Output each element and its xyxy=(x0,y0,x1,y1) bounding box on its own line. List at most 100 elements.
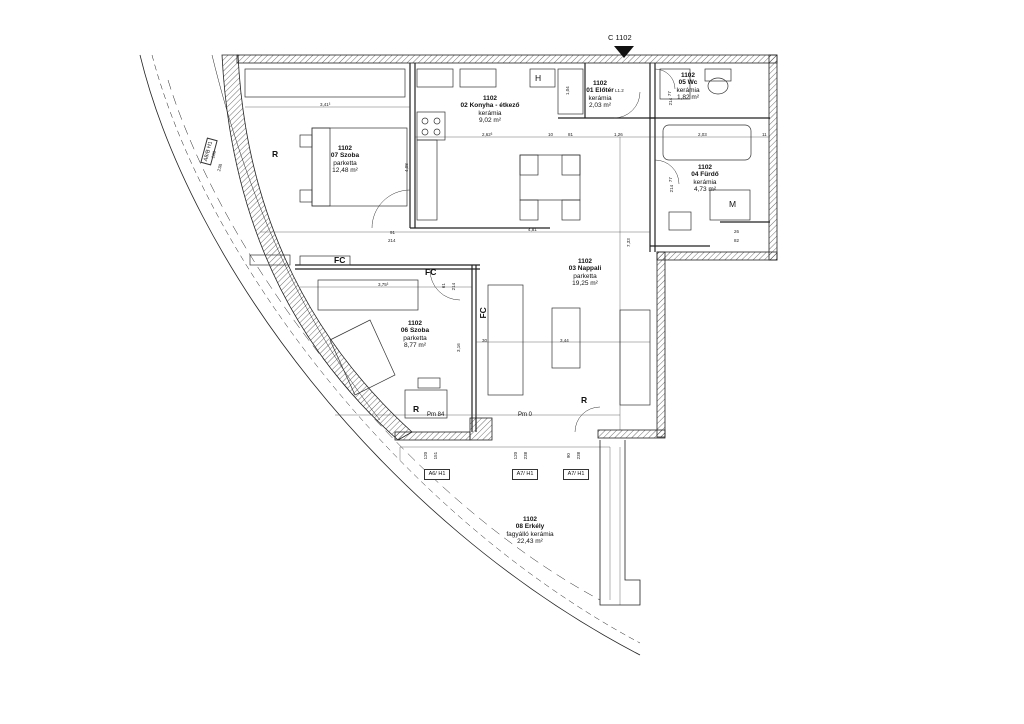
room-area: 8,77 m² xyxy=(403,342,427,350)
room-label-konyha: 1102 02 Konyha - étkező kerámia 9,02 m² xyxy=(461,95,520,125)
room-name: 06 Szoba xyxy=(400,327,430,335)
room-name: 01 Előtér xyxy=(586,87,614,95)
room-name: 07 Szoba xyxy=(330,152,360,160)
interior-walls xyxy=(295,63,770,432)
fridge xyxy=(529,68,556,88)
dim-label: 11 xyxy=(762,132,767,137)
dim-label: 91 xyxy=(390,230,396,235)
room-label-wc: 1102 05 Wc kerámia 1,82 m² xyxy=(676,72,699,102)
sofa xyxy=(487,284,524,396)
dim-label: 10 xyxy=(548,132,554,137)
room-floor: kerámia xyxy=(676,86,700,94)
room-number: 1102 xyxy=(680,72,696,79)
dim-label: 81 xyxy=(568,132,574,137)
hob xyxy=(416,111,446,141)
room-area: 12,48 m² xyxy=(332,167,358,175)
exterior-walls xyxy=(221,54,778,441)
dim-label: 82 xyxy=(734,238,740,243)
room-area: 22,43 m² xyxy=(517,538,543,546)
dim-label: 214 xyxy=(388,238,396,243)
dim-label: 3,75³ xyxy=(378,282,389,287)
dim-label: 3,16 xyxy=(455,343,461,352)
dim-label: 2,62³ xyxy=(482,132,493,137)
room-area: 1,82 m² xyxy=(676,94,700,102)
marker-r-07: R xyxy=(272,149,279,159)
dim-label: 77 xyxy=(667,177,673,183)
room-number: 1102 xyxy=(522,516,538,523)
dim-label: 120 xyxy=(423,451,429,460)
wardrobe-07 xyxy=(244,68,406,98)
dim-label: 1,04 xyxy=(564,86,570,95)
balcony-outline xyxy=(599,440,641,606)
room-number: 1102 xyxy=(697,164,713,171)
dim-label: 90 xyxy=(565,453,571,459)
dim-label: 77 xyxy=(666,91,672,97)
furniture xyxy=(244,68,752,419)
room-floor: parketta xyxy=(573,272,597,280)
coffee-table xyxy=(551,307,581,369)
dim-label: 2,03 xyxy=(698,132,707,137)
room-label-eloter: 1102 01 Előtér kerámia 2,03 m² xyxy=(586,80,613,110)
room-label-szoba07: 1102 07 Szoba parketta 12,48 m² xyxy=(331,145,359,175)
room-label-szoba06: 1102 06 Szoba parketta 8,77 m² xyxy=(401,320,429,350)
dim-label: 26 xyxy=(734,229,740,234)
tv-unit xyxy=(619,309,651,406)
entry-closet xyxy=(557,68,584,115)
room-number: 1102 xyxy=(407,320,423,327)
dim-label: 238 xyxy=(576,451,582,460)
marker-m-washer: M xyxy=(729,199,737,209)
room-area: 19,25 m² xyxy=(572,280,598,288)
dim-label: 4,81 xyxy=(528,227,537,232)
room-number: 1102 xyxy=(592,80,608,87)
marker-r-06: R xyxy=(413,404,420,414)
dim-label: 61 xyxy=(440,283,446,289)
room-floor: fagyálló kerámia xyxy=(506,530,554,538)
window-tag-a6: A6/ H1 xyxy=(424,469,450,480)
room-floor: parketta xyxy=(333,159,357,167)
room-floor: kerámia xyxy=(478,109,502,117)
dim-label: 4,08 xyxy=(403,163,409,172)
room-name: 03 Nappali xyxy=(568,265,602,273)
room-floor: kerámia xyxy=(588,94,612,102)
marker-h-fridge: H xyxy=(535,73,542,83)
marker-pm0: Pm 0 xyxy=(518,412,533,418)
room-name: 08 Erkély xyxy=(515,523,545,531)
room-label-nappali: 1102 03 Nappali parketta 19,25 m² xyxy=(569,258,602,288)
dim-label: 214 xyxy=(451,282,457,291)
room-area: 2,03 m² xyxy=(588,102,612,110)
section-label: C 1102 xyxy=(608,33,632,42)
dim-label: 7,33 xyxy=(625,238,631,247)
room-area: 4,73 m² xyxy=(693,186,717,194)
dim-label: 3,44 xyxy=(560,338,569,343)
room-number: 1102 xyxy=(577,258,593,265)
section-arrow xyxy=(614,46,634,58)
marker-fc-nappali: FC xyxy=(477,307,488,319)
room-label-furdo: 1102 04 Fürdő kerámia 4,73 m² xyxy=(691,164,718,194)
dim-label: 3,41³ xyxy=(320,102,331,107)
marker-fc-corridor: FC xyxy=(334,255,346,265)
bathtub xyxy=(662,124,752,161)
marker-l12: L1.2 xyxy=(615,88,624,93)
room-name: 05 Wc xyxy=(678,79,698,87)
toilet xyxy=(707,77,729,95)
desk-06 xyxy=(329,319,396,396)
kitchen-sink xyxy=(416,68,454,88)
dim-label: 120 xyxy=(513,451,519,460)
dim-label: 151 xyxy=(433,451,439,460)
room-floor: parketta xyxy=(403,334,427,342)
bed-06 xyxy=(317,279,419,311)
marker-fc-06: FC xyxy=(425,267,437,277)
room-name: 02 Konyha - étkező xyxy=(460,102,520,110)
dim-label: 1,26 xyxy=(614,132,623,137)
desk-chair xyxy=(404,389,448,419)
washbasin xyxy=(668,211,692,231)
washing-machine xyxy=(709,189,751,221)
door-swings xyxy=(371,68,680,433)
room-label-erkely: 1102 08 Erkély fagyálló kerámia 22,43 m² xyxy=(506,516,553,546)
dim-label: 238 xyxy=(523,451,529,460)
dim-label: 30 xyxy=(482,338,488,343)
room-area: 9,02 m² xyxy=(478,117,502,125)
marker-r-nappali: R xyxy=(581,395,588,405)
room-number: 1102 xyxy=(337,145,353,152)
